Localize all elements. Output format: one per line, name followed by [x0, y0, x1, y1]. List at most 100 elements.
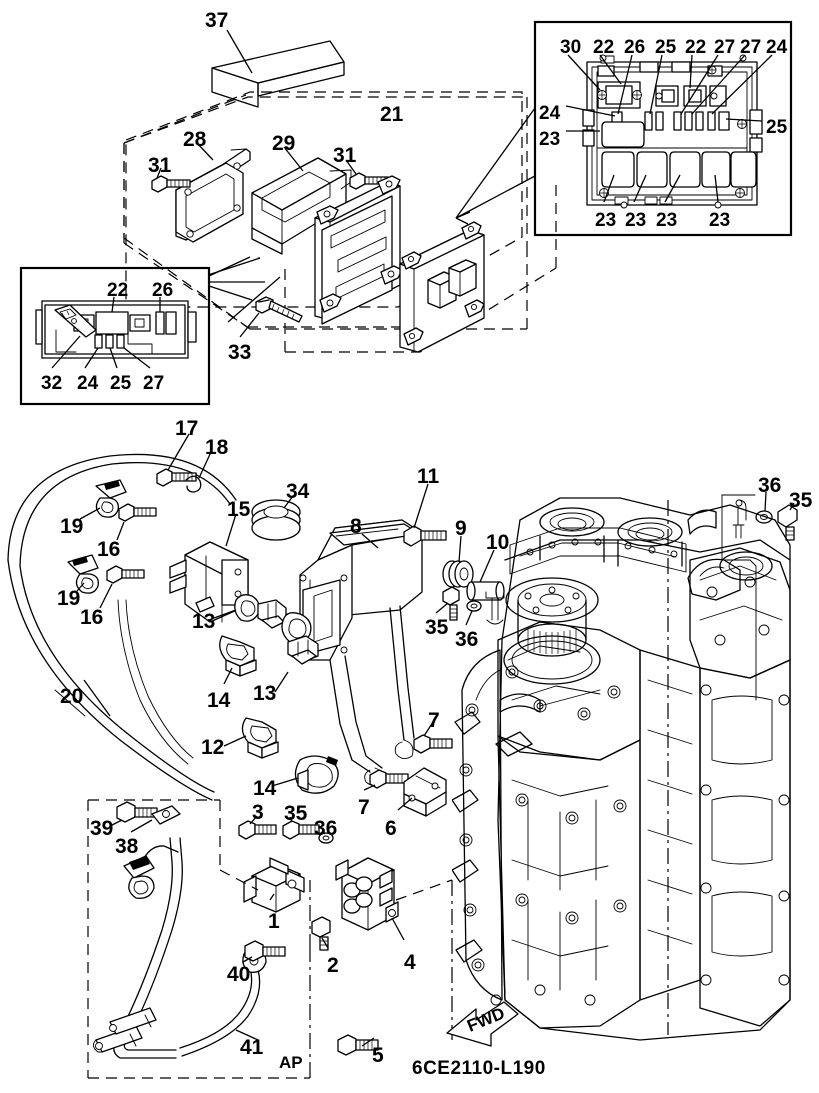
part-9-bushing — [442, 535, 474, 588]
callout-27-r27b: 27 — [740, 37, 762, 58]
callout-35-c35b: 35 — [789, 489, 813, 512]
part-35-bolt-center — [435, 586, 460, 621]
callout-3-c3: 3 — [252, 801, 264, 824]
part-19-terminal-upper — [79, 479, 127, 520]
callout-9-c9: 9 — [455, 517, 467, 540]
callout-31-c31a: 31 — [148, 154, 172, 177]
part-5-bolt — [337, 1034, 379, 1056]
section-marker-ap: AP — [279, 1053, 303, 1072]
part-31-bolt-left — [151, 167, 191, 193]
callout-31-c31b: 31 — [333, 144, 357, 167]
part-13-clamp-b — [274, 612, 319, 693]
callout-34-c34: 34 — [286, 480, 310, 503]
part-2-bolt — [311, 916, 331, 951]
callout-23-r23L: 23 — [539, 129, 561, 150]
callout-23-r23c: 23 — [656, 210, 678, 231]
part-7-bolt-lower — [363, 769, 409, 791]
part-36-washer-center — [465, 600, 482, 626]
callout-26-r26: 26 — [624, 37, 646, 58]
part-6-bracket — [397, 767, 447, 817]
callout-25-l25: 25 — [110, 373, 132, 394]
callout-21-c21: 21 — [380, 103, 404, 126]
callout-36-c36b: 36 — [758, 474, 782, 497]
callout-11-c11: 11 — [417, 465, 440, 488]
callout-38-c38: 38 — [115, 835, 139, 858]
part-12-clamp — [223, 717, 279, 759]
part-18-clip — [185, 451, 212, 493]
callout-22-r22b: 22 — [685, 37, 707, 58]
part-33-screw — [239, 296, 303, 338]
callout-17-c17: 17 — [175, 417, 199, 440]
part-13-clamp-a — [213, 594, 287, 629]
part-39-bolt — [109, 801, 158, 827]
part-34-grommet — [251, 495, 301, 541]
callout-1-c1: 1 — [268, 910, 280, 933]
callout-37-c37: 37 — [205, 9, 229, 32]
ecu-main-body — [314, 175, 403, 325]
part-10-collar — [466, 549, 505, 601]
part-15-relay-bracket — [169, 513, 249, 623]
part-14-clamp-b — [271, 755, 339, 794]
callout-10-c10: 10 — [486, 531, 510, 554]
callout-32-l32: 32 — [41, 373, 63, 394]
part-36-washer-lower — [318, 831, 334, 844]
callout-22-l22: 22 — [107, 280, 129, 301]
part-35-bolt-right — [777, 502, 798, 541]
callout-35-c35c: 35 — [284, 802, 308, 825]
callout-13-c13a: 13 — [192, 610, 216, 633]
callout-7-c7a: 7 — [428, 709, 440, 732]
center-pin-detail — [485, 591, 505, 625]
callout-18-c18: 18 — [205, 436, 229, 459]
callout-29-c29: 29 — [272, 132, 296, 155]
callout-24-r24: 24 — [766, 37, 788, 58]
part-7-bolt-upper — [413, 721, 453, 754]
callout-35-c35a: 35 — [425, 616, 449, 639]
callout-25-r25: 25 — [655, 37, 677, 58]
part-40-bolt — [242, 940, 286, 963]
part-4-connector-block — [335, 857, 405, 941]
part-29-cover — [251, 146, 352, 255]
part-16-bolt-upper — [116, 503, 157, 541]
callout-23-r23d: 23 — [709, 210, 731, 231]
callout-40-c40: 40 — [227, 963, 251, 986]
callout-27-l27: 27 — [143, 373, 165, 394]
callout-25-r25R: 25 — [766, 117, 788, 138]
part-17-bolt — [156, 433, 197, 487]
callout-28-c28: 28 — [183, 128, 207, 151]
callout-24-l24: 24 — [77, 373, 99, 394]
part-3-bolt — [238, 815, 277, 840]
callout-6-c6: 6 — [385, 817, 397, 840]
leader-right-inset-to-assembly — [455, 107, 536, 225]
callout-7-c7b: 7 — [358, 796, 370, 819]
part-14-clamp-a — [219, 635, 257, 685]
callout-5-c5: 5 — [372, 1044, 384, 1067]
callout-16-c16b: 16 — [80, 606, 104, 629]
ecu-second-view — [399, 221, 485, 353]
part-38-terminal-plate — [130, 805, 181, 833]
part-11-bolt — [403, 483, 447, 547]
part-number-label: 6CE2110-L190 — [412, 1058, 546, 1079]
callout-36-c36a: 36 — [455, 628, 479, 651]
callout-22-r22: 22 — [593, 37, 615, 58]
part-35-bolt-lower — [282, 816, 320, 840]
callout-23-r23a: 23 — [595, 210, 617, 231]
callout-24-r24L: 24 — [539, 103, 561, 124]
callout-27-r27: 27 — [714, 37, 736, 58]
callout-23-r23b: 23 — [625, 210, 647, 231]
callout-26-l26: 26 — [152, 280, 174, 301]
callout-14-c14a: 14 — [207, 689, 231, 712]
callout-8-c8: 8 — [350, 515, 362, 538]
engine-block — [452, 497, 791, 1041]
harness-hose-20 — [7, 453, 237, 801]
callout-20-c20: 20 — [60, 685, 84, 708]
callout-33-c33: 33 — [228, 341, 252, 364]
callout-14-c14b: 14 — [253, 777, 277, 800]
right-inset-panel — [533, 20, 793, 237]
secondary-hose — [117, 599, 194, 765]
engine-section-dashed-lines — [395, 879, 453, 1040]
left-inset-panel — [19, 266, 211, 406]
callout-15-c15: 15 — [227, 498, 251, 521]
callout-16-c16a: 16 — [97, 538, 121, 561]
